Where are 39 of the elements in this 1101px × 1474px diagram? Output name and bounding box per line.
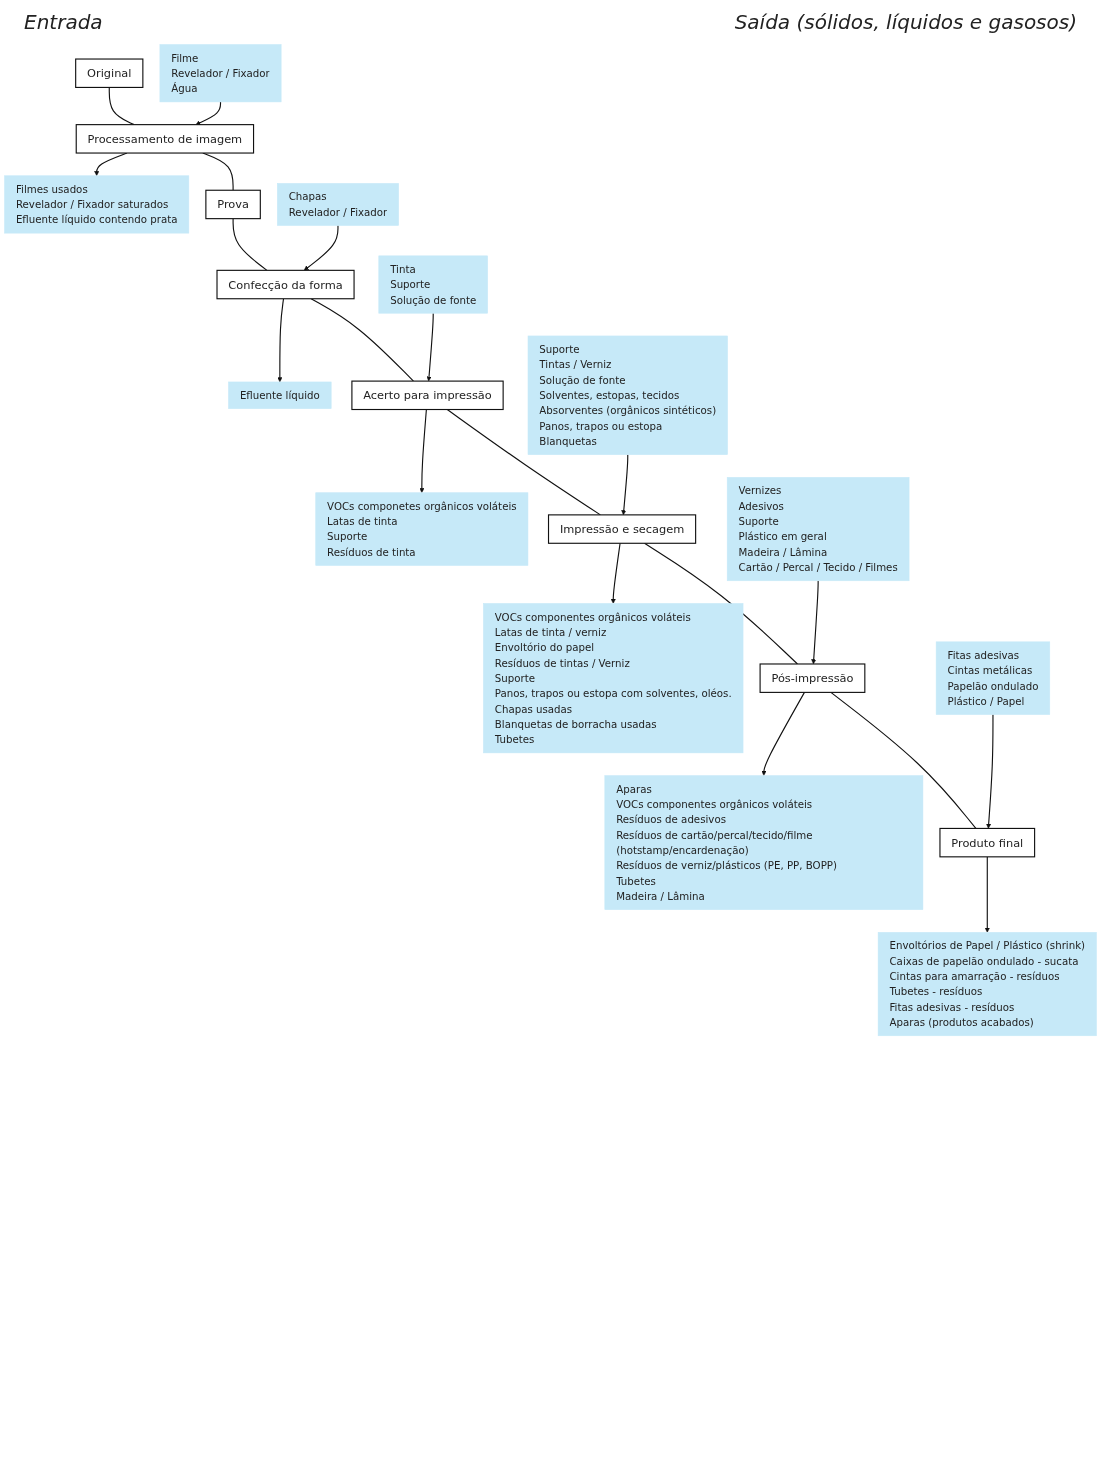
node-box: Tinta Suporte Solução de fonte [378, 255, 488, 314]
column-heading: Saída (sólidos, líquidos e gasosos) [734, 10, 1077, 36]
node-box: Suporte Tintas / Verniz Solução de fonte Solventes, estopas, tecidos Absorventes (orgânicos sintéticos) Panos, trapos ou estopa Blanquetas [527, 335, 728, 455]
connector [232, 218, 268, 271]
arrow [277, 298, 285, 383]
node-box: Produto final [939, 827, 1036, 858]
arrow [811, 580, 819, 665]
arrow [419, 408, 427, 493]
arrow [984, 856, 990, 933]
connector [643, 542, 799, 665]
arrow [610, 542, 621, 604]
node-box: Prova [205, 189, 261, 220]
node-box: Impressão e secagem [547, 514, 697, 544]
node-box: Original [75, 58, 144, 88]
arrow [761, 691, 805, 776]
node-box: Processamento de imagem [75, 124, 255, 154]
node-box: VOCs componentes orgânicos voláteis Latas de tinta / verniz Envoltório do papel Resíduos de tintas / Verniz Suporte Panos, trapos ou estopa com solventes, oléos. Chapas usadas Blanquetas de borracha usadas Tubetes [483, 603, 744, 754]
node-box: Vernizes Adesivos Suporte Plástico em geral Madeira / Lâmina Cartão / Percal / Tecido / Filmes [726, 477, 910, 582]
node-box: Envoltórios de Papel / Plástico (shrink) Caixas de papelão ondulado - sucata Cintas para amarração - resíduos Tubetes - resíduos Fitas adesivas - resíduos Aparas (produtos acabados) [877, 932, 1097, 1037]
node-box: Filmes usados Revelador / Fixador saturados Efluente líquido contendo prata [4, 175, 190, 234]
arrow [426, 312, 434, 382]
node-box: Fitas adesivas Cintas metálicas Papelão ondulado Plástico / Papel [935, 641, 1051, 715]
node-box: Acerto para impressão [351, 380, 504, 411]
arrow [621, 454, 629, 516]
connector [446, 408, 601, 516]
connector [830, 691, 977, 829]
node-box: Filme Revelador / Fixador Água [159, 44, 282, 103]
node-box: VOCs componetes orgânicos voláteis Latas de tinta Suporte Resíduos de tinta [315, 492, 529, 566]
node-box: Aparas VOCs componentes orgânicos voláteis Resíduos de adesivos Resíduos de cartão/percal/tecido/filme (hotstamp/encardenação) Resíduos de verniz/plásticos (PE, PP, BOPP) Tubetes Madeira / Lâmina [604, 775, 924, 910]
arrow [195, 101, 222, 126]
column-heading: Entrada [24, 10, 103, 36]
node-box: Confecção da forma [216, 269, 355, 300]
node-box: Pós-impressão [759, 663, 866, 693]
node-box: Chapas Revelador / Fixador [277, 183, 399, 226]
arrow [986, 713, 994, 829]
arrow [303, 224, 339, 271]
connector [310, 298, 415, 382]
node-box: Efluente líquido [228, 381, 332, 409]
connector [108, 86, 135, 126]
